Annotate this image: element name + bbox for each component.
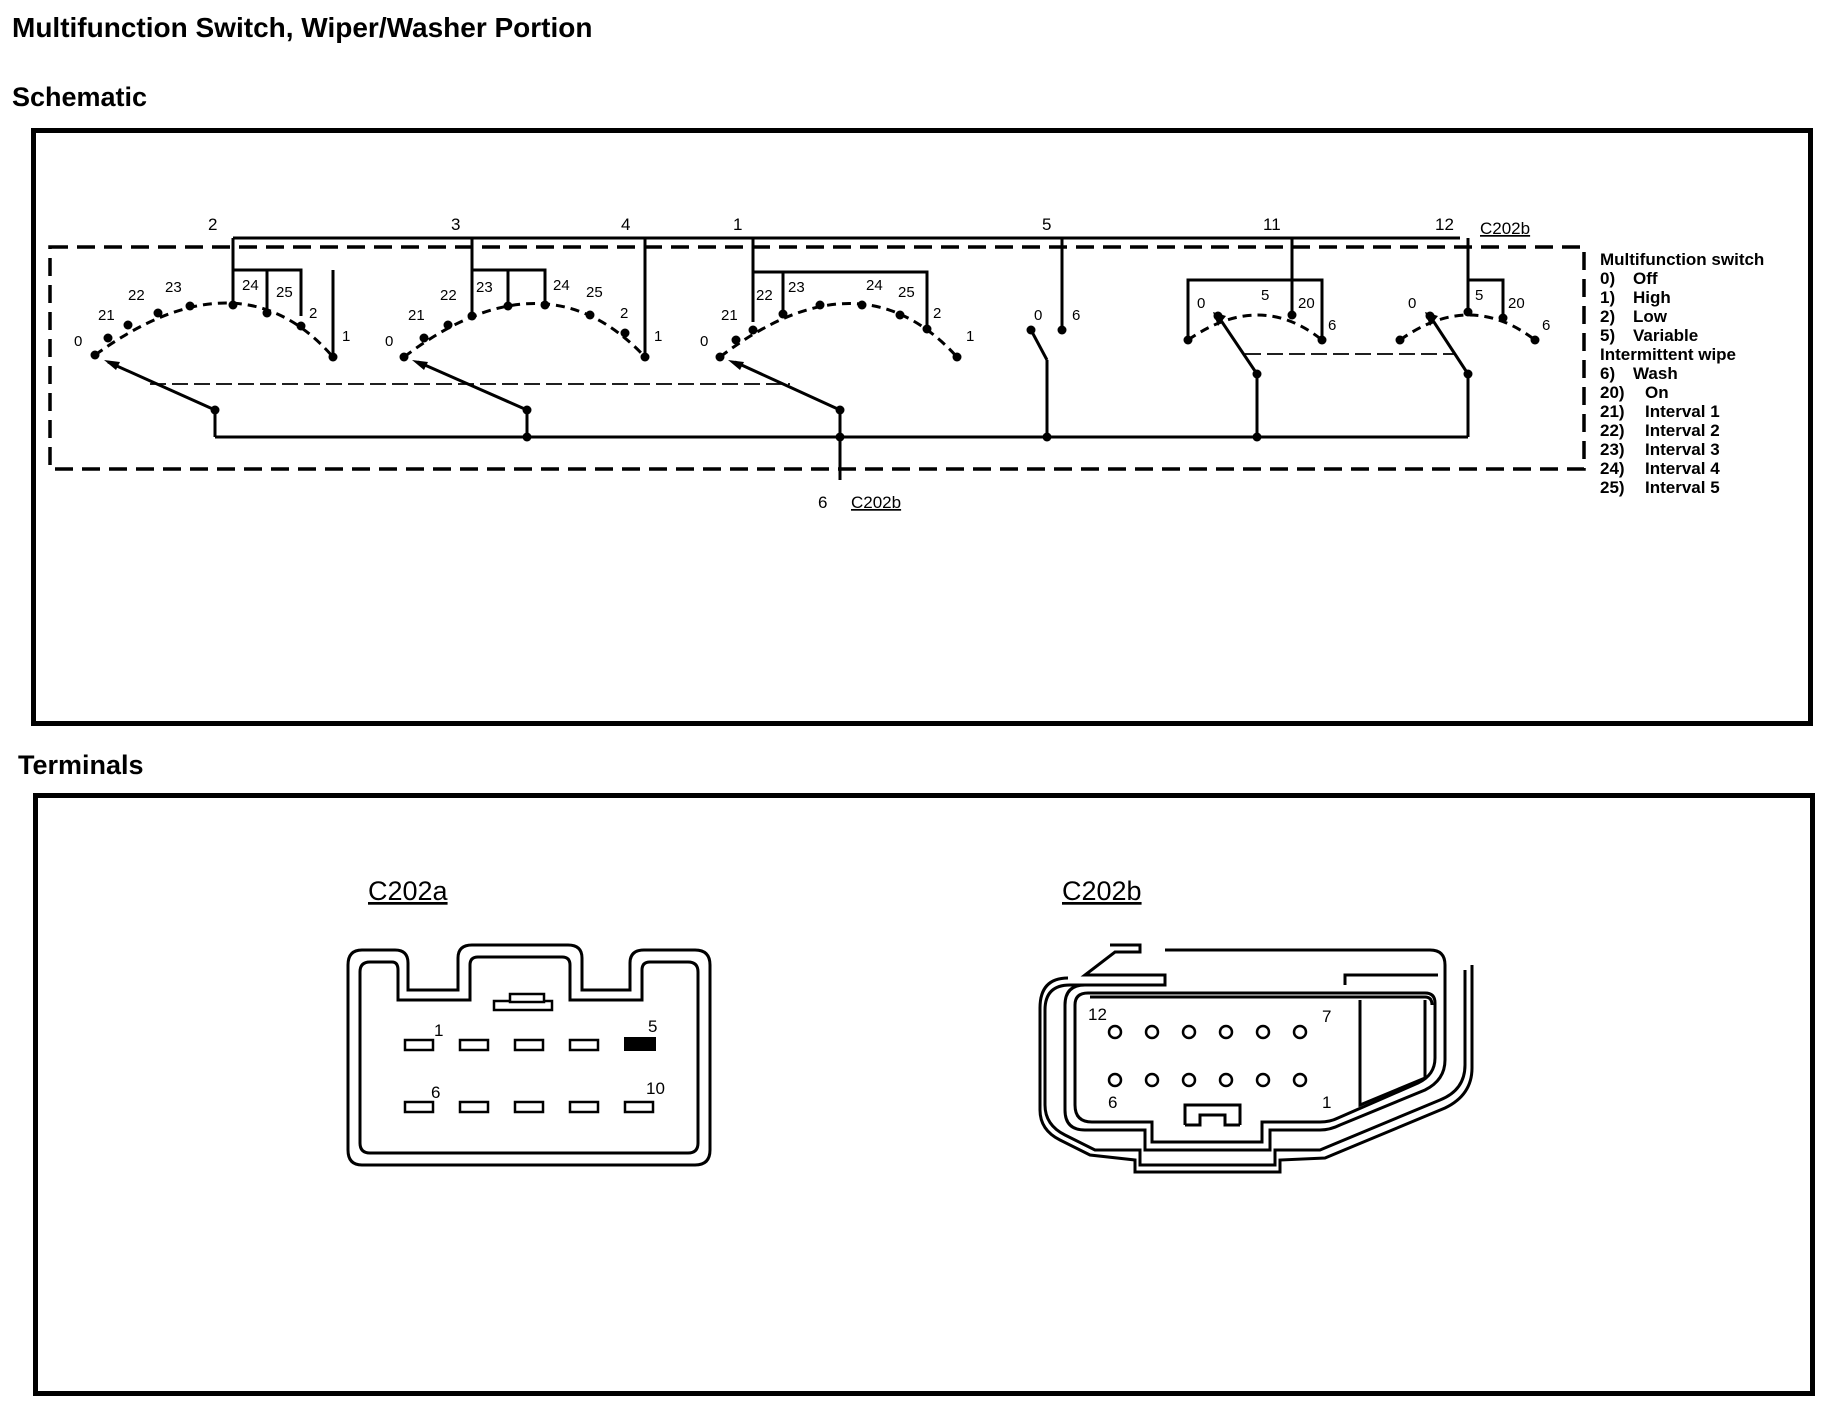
pos-label: 6: [1072, 307, 1080, 324]
switch-section-1: [90, 238, 338, 437]
pos-label: 24: [866, 277, 883, 294]
pos-label: 6: [1328, 317, 1336, 334]
pin-label-4: 4: [621, 215, 630, 234]
pin-label-11: 11: [1263, 215, 1281, 234]
connector-ref-bottom: C202b: [851, 493, 901, 512]
pin-label-12: 12: [1435, 215, 1454, 234]
pos-label: 1: [654, 328, 662, 345]
pos-label: 0: [1408, 295, 1416, 312]
pos-label: 5: [1475, 287, 1483, 304]
pos-label: 21: [98, 307, 115, 324]
pos-label: 22: [756, 287, 773, 304]
pos-label: 6: [1542, 317, 1550, 334]
pos-label: 2: [309, 305, 317, 322]
pos-label: 2: [933, 305, 941, 322]
page-title: Multifunction Switch, Wiper/Washer Porti…: [12, 12, 593, 43]
legend-line: Multifunction switch: [1600, 250, 1764, 269]
terminals-heading: Terminals: [18, 750, 144, 780]
pos-label: 0: [1197, 295, 1205, 312]
legend-line: 22)Interval 2: [1600, 421, 1720, 440]
pos-label: 0: [1034, 307, 1042, 324]
legend-line: 0)Off: [1600, 269, 1658, 288]
schematic-heading: Schematic: [12, 82, 148, 112]
legend-line: 23)Interval 3: [1600, 440, 1720, 459]
legend-line: 6)Wash: [1600, 364, 1678, 383]
c202a-pin-label: 5: [648, 1017, 657, 1036]
pos-label: 24: [553, 277, 570, 294]
pos-label: 0: [700, 333, 708, 350]
connector-c202a-title: C202a: [368, 876, 449, 906]
pos-label: 23: [476, 279, 493, 296]
pos-label: 1: [966, 328, 974, 345]
c202a-pin-label: 1: [434, 1021, 443, 1040]
pos-label: 21: [721, 307, 738, 324]
pos-label: 2: [620, 305, 628, 322]
connector-c202b: C202b 12 7 6 1: [1038, 876, 1474, 1174]
pos-label: 0: [74, 333, 82, 350]
switch-section-6: [1395, 238, 1540, 437]
legend-line: 20)On: [1600, 383, 1669, 402]
c202b-pin-label: 12: [1088, 1005, 1107, 1024]
pin-label-5: 5: [1042, 215, 1051, 234]
mechanical-links: [150, 353, 1455, 385]
legend-line: 1)High: [1600, 288, 1671, 307]
connector-c202b-title: C202b: [1062, 876, 1142, 906]
pos-label: 22: [440, 287, 457, 304]
pin-label-3: 3: [451, 215, 460, 234]
c202b-pin-label: 7: [1322, 1007, 1331, 1026]
legend-line: 21)Interval 1: [1600, 402, 1720, 421]
c202b-pin-label: 1: [1322, 1093, 1331, 1112]
pin-label-1: 1: [733, 215, 742, 234]
connector-ref-top: C202b: [1480, 219, 1530, 238]
pin-label-2: 2: [208, 215, 217, 234]
pos-label: 0: [385, 333, 393, 350]
legend-line: 25)Interval 5: [1600, 478, 1720, 497]
pos-label: 20: [1298, 295, 1315, 312]
legend-line: 24)Interval 4: [1600, 459, 1720, 478]
c202a-pin-label: 10: [646, 1079, 665, 1098]
legend-line: 2)Low: [1600, 307, 1668, 326]
schematic-panel: [31, 128, 1813, 726]
pos-label: 5: [1261, 287, 1269, 304]
pos-label: 23: [165, 279, 182, 296]
pos-label: 25: [898, 284, 915, 301]
c202a-pin-label: 6: [431, 1083, 440, 1102]
terminals-panel: [33, 793, 1815, 1396]
legend-line: Intermittent wipe: [1600, 345, 1736, 364]
pos-label: 22: [128, 287, 145, 304]
switch-section-4: [1026, 238, 1067, 437]
legend: Multifunction switch 0)Off 1)High 2)Low …: [1600, 250, 1764, 497]
legend-line: 5)Variable: [1600, 326, 1698, 345]
switch-housing: [48, 245, 1586, 471]
pos-label: 20: [1508, 295, 1525, 312]
pos-label: 1: [342, 328, 350, 345]
pos-label: 21: [408, 307, 425, 324]
bottom-bus: [215, 432, 1468, 442]
switch-section-5: [1183, 238, 1327, 437]
pos-label: 23: [788, 279, 805, 296]
switch-section-3: [715, 238, 962, 480]
c202b-pin-label: 6: [1108, 1093, 1117, 1112]
pos-label: 24: [242, 277, 259, 294]
pos-label: 25: [586, 284, 603, 301]
switch-section-2: [399, 238, 650, 437]
pin-label-6: 6: [818, 493, 827, 512]
pos-label: 25: [276, 284, 293, 301]
connector-c202a: C202a 1 5 6 10: [346, 876, 712, 1167]
